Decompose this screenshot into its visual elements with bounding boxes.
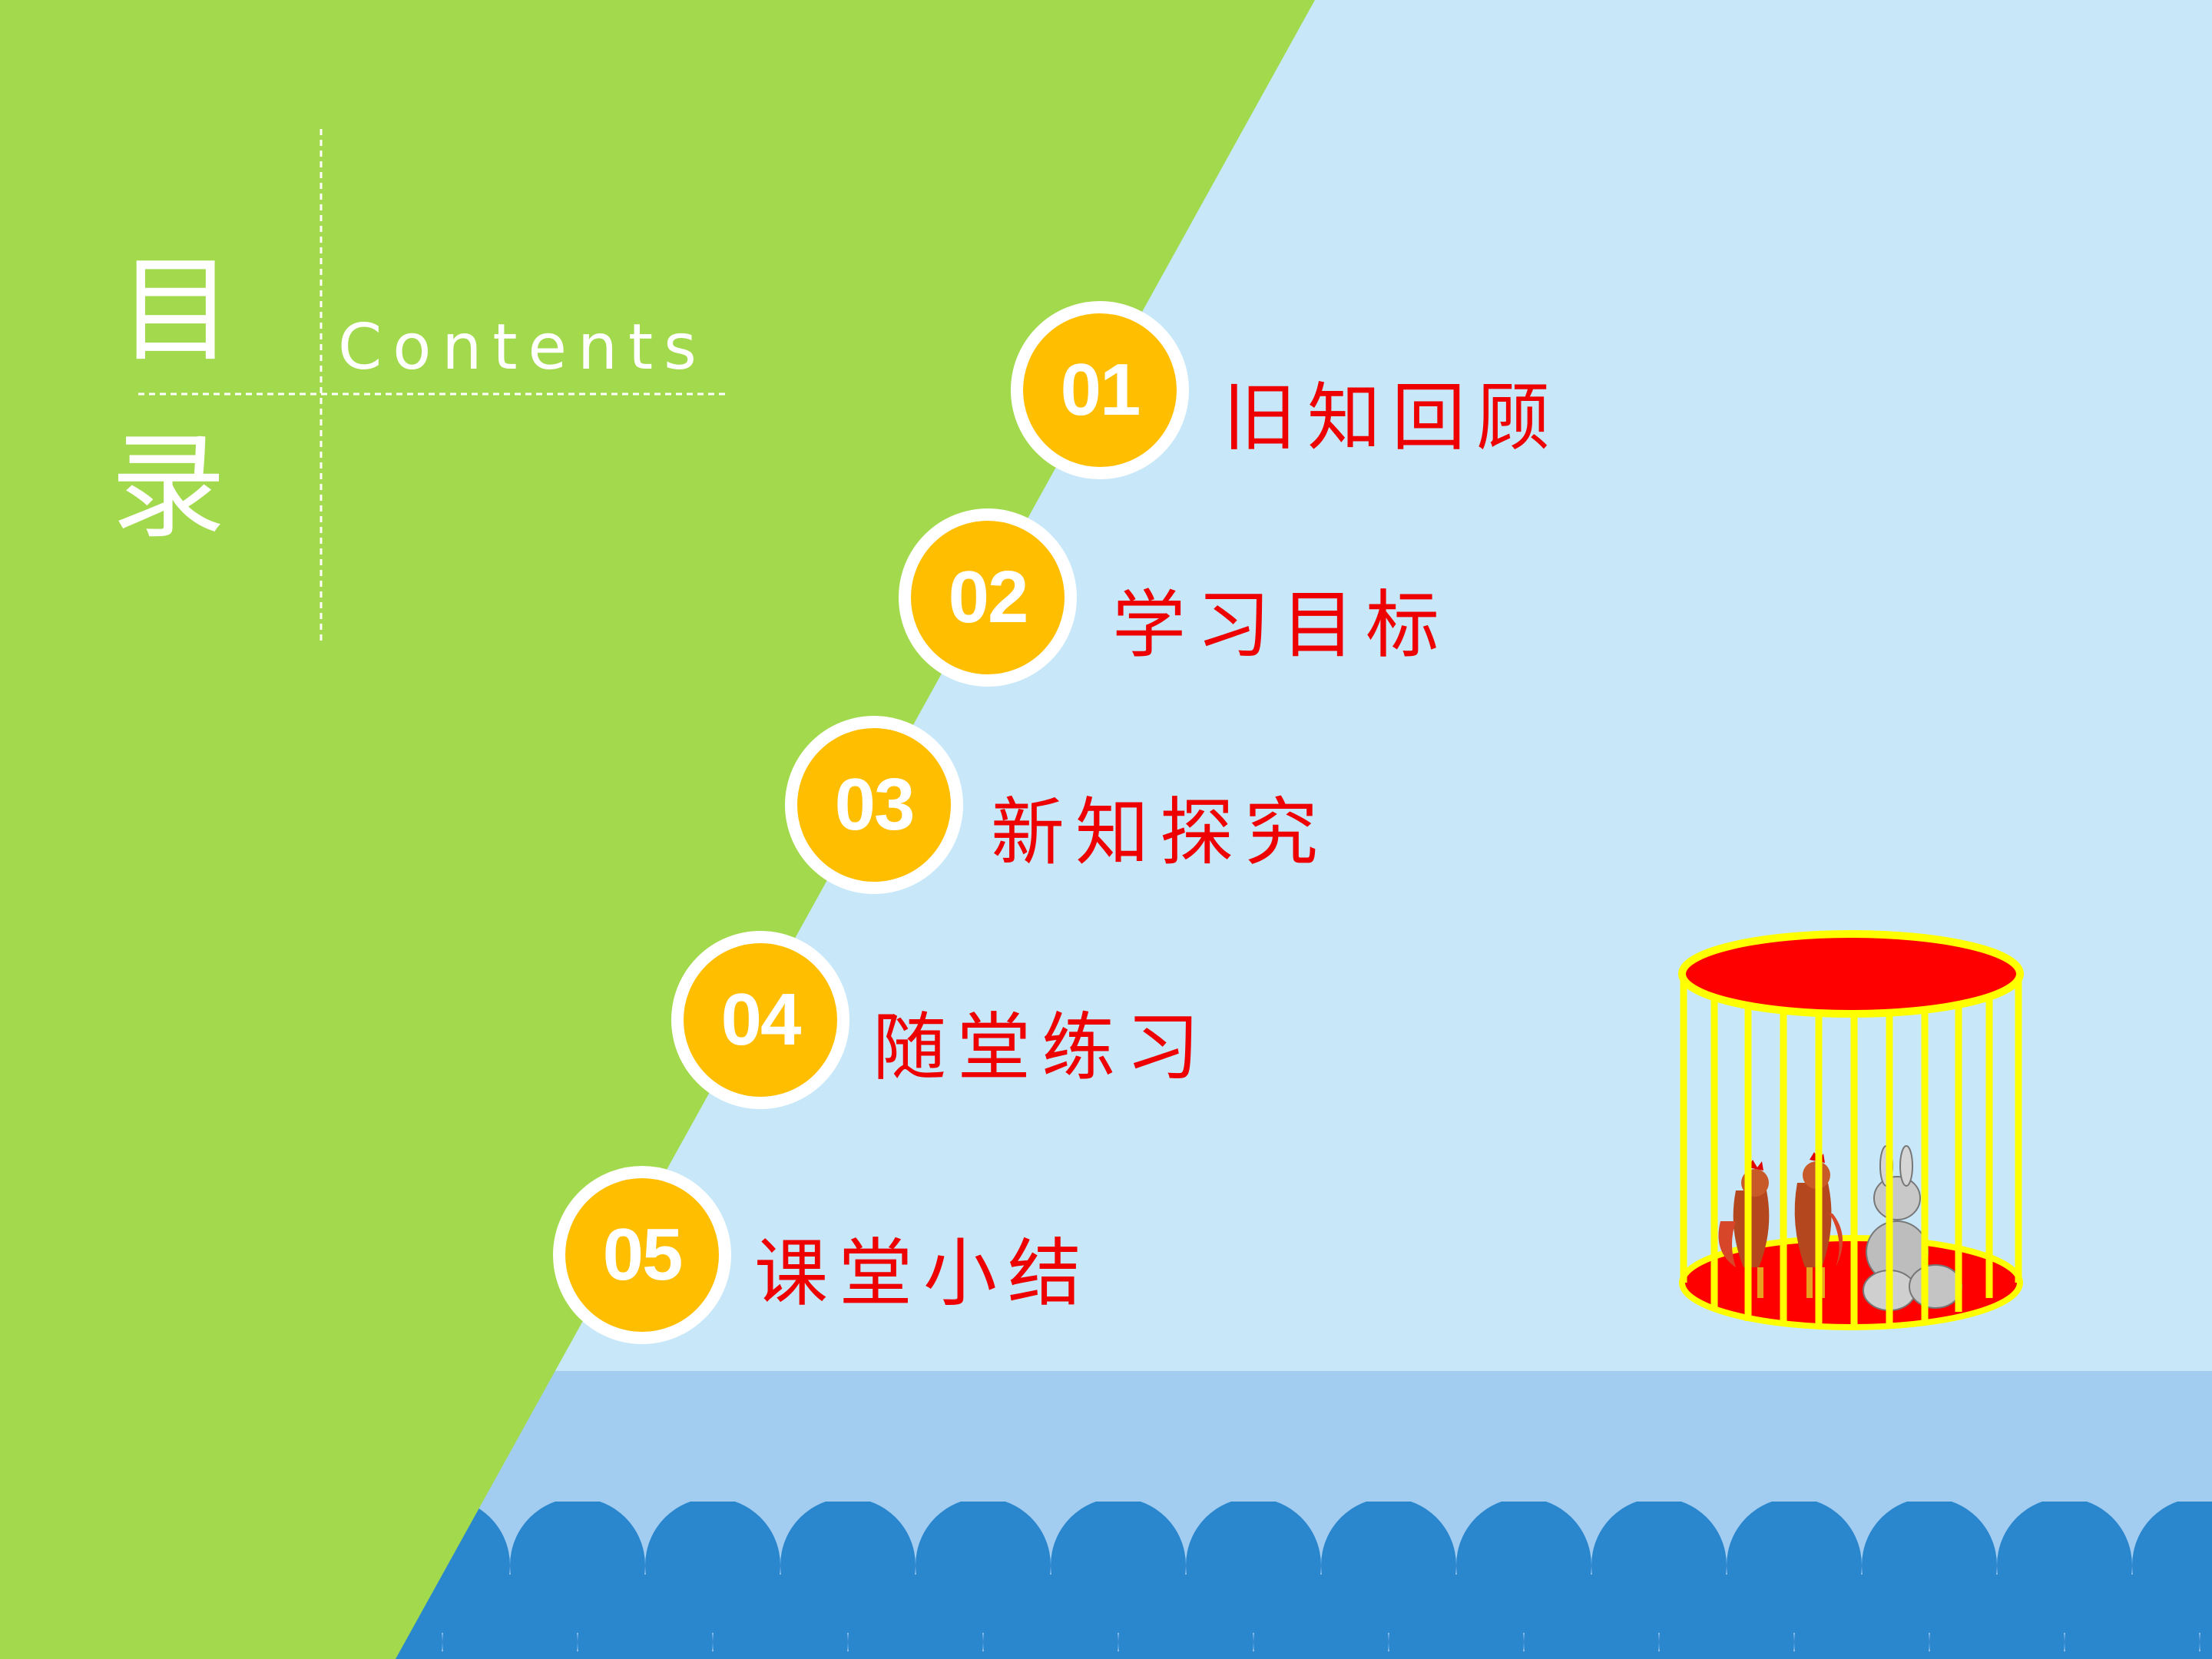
number-badge: 01 — [1011, 301, 1189, 479]
menu-item-label: 随堂练习 — [873, 1005, 1210, 1091]
green-diagonal-panel — [0, 0, 1315, 1659]
contents-subtitle: Contents — [338, 311, 707, 384]
menu-item-label: 课堂小结 — [754, 1230, 1092, 1316]
menu-item-label: 新知探究 — [991, 790, 1329, 876]
cage-bars — [1680, 975, 2022, 1327]
menu-item-label: 学习目标 — [1112, 582, 1450, 668]
number-badge: 02 — [899, 508, 1077, 687]
cage-lid — [1678, 930, 2024, 1018]
title-char-mu: 目 — [118, 244, 234, 378]
cage-illustration — [1678, 930, 2024, 1330]
menu-item-label: 旧知回顾 — [1223, 375, 1561, 461]
number-badge: 05 — [553, 1166, 731, 1344]
number-badge: 03 — [785, 716, 963, 894]
rabbit-icon — [1863, 1145, 1962, 1311]
number-badge: 04 — [671, 931, 849, 1109]
title-char-lu: 录 — [111, 421, 227, 555]
